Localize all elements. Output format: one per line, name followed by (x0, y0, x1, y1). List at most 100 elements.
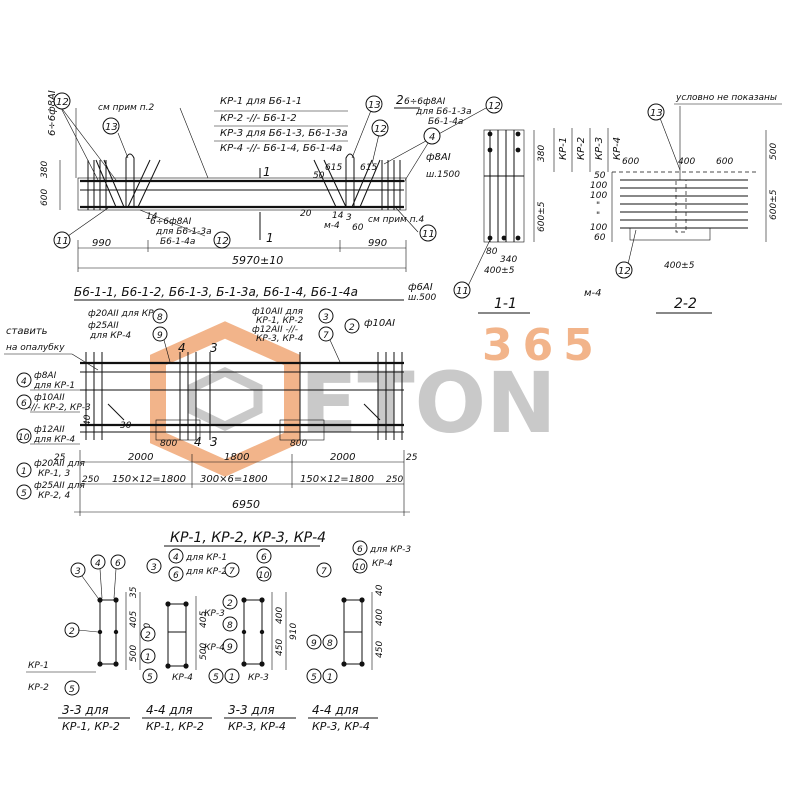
sec22-bubble-12-text: 12 (618, 266, 631, 277)
label-elev-left_items-2-s: для КР-4 (33, 435, 75, 445)
reinforcement-elevation: ставить на опалубку ф20АII (4, 307, 418, 516)
bubble-12-left (53, 92, 71, 110)
dim-sm-prim4: см прим п.4 (368, 215, 424, 225)
sec11-dim-400: 400±5 (484, 266, 515, 276)
label-kr-s2-kr: КР-4 (172, 673, 193, 683)
elev-top-mid-1: ф10АII для (252, 307, 303, 317)
label-kr-s3-dims-0: 400 (275, 607, 285, 624)
label-elev-left_items-0-s: для КР-1 (33, 381, 75, 391)
dim-380: 380 (40, 161, 50, 178)
sec11-dim-600: 600±5 (537, 201, 547, 232)
elev-dim-1800: 1800 (224, 452, 249, 463)
elev-stavit-1: ставить (6, 326, 48, 337)
elev-bubble-3-text: 3 (323, 313, 329, 323)
bubble-12-top-right-text: 12 (488, 101, 501, 112)
schedule-line-2: КР-2 -//- Б6-1-2 (220, 113, 297, 124)
sec22-bottom-block (629, 227, 711, 241)
kr-section-3: 400 450 910 6 7 2 10 8 9 5 1 КР-3 КР-4 К… (204, 548, 299, 733)
elev-dim-300: 300×6=1800 (200, 474, 268, 485)
label-kr-s3-dims-2: 910 (289, 623, 299, 640)
beam-inclined-bars-left (95, 159, 161, 208)
kr-section-4: 40 400 450 6 7 10 9 8 5 1 для КР-3 КР-4 … (306, 540, 411, 733)
lifting-loop-left (125, 153, 135, 206)
label-elev-left_items-4-t: ф25АII для (34, 481, 85, 491)
label-6phi8-vertical: 6÷6ф8АI (47, 90, 58, 136)
elev-callout-8b: ф25АII (88, 321, 119, 331)
beam-leaders (59, 105, 487, 237)
label-kr-s2-caption-0: 4-4 для (146, 703, 193, 717)
elev-top-mid-3: ф12АII -//- (252, 325, 298, 335)
label-kr-s3-b-0: 6 (261, 553, 267, 563)
sec22-dim-600-5: 600±5 (769, 189, 779, 220)
elev-dim-2000b: 2000 (330, 452, 355, 463)
sec22-row-50: 50 (594, 171, 606, 181)
label-elev-left_items-0-n: 4 (21, 377, 27, 387)
bubble-11-right-text: 11 (422, 229, 435, 240)
label-kr-s3-b-3: 10 (258, 571, 270, 581)
elev-dim-800a: 800 (160, 439, 177, 449)
label-kr-s1-b-1: 4 (95, 559, 101, 569)
elev-dim-800b: 800 (290, 439, 307, 449)
label-kr-s1-b-0: 3 (75, 567, 81, 577)
elev-callout-9: для КР-4 (89, 331, 131, 341)
elev-bubble-3 (318, 308, 334, 324)
watermark-logo-mark (150, 321, 300, 477)
elev-sec-4-bottom: 4 (194, 435, 202, 449)
sec22-note: условно не показаны (675, 93, 777, 103)
sec22-row-100c: 100 (590, 223, 607, 233)
label-sm-prim: см прим п.2 (98, 103, 154, 113)
dim-14b: 14 (332, 211, 344, 221)
bubble-11-left (53, 231, 71, 249)
label-kr-s4-b-5: 5 (311, 673, 317, 683)
elev-bubble-8 (152, 308, 168, 324)
label-kr-s3-dims-1: 450 (275, 639, 285, 656)
label-kr-s1-kr2: КР-2 (28, 683, 49, 693)
label-kr-s3-b-4: 8 (227, 621, 233, 631)
sec22-m4: м-4 (584, 288, 602, 299)
dim-m4: м-4 (324, 221, 340, 231)
bubble-13-right (365, 95, 383, 113)
dim-615b: 615 (360, 163, 377, 173)
label-elev-left_items-1-s: -//- КР-2, КР-3 (28, 403, 91, 413)
elev-bubble-8-text: 8 (157, 313, 163, 323)
section-1-1-outline (483, 129, 525, 243)
section-2-2: условно не показаны 600 400 600 500 600±… (584, 93, 782, 314)
dim-50: 50 (313, 171, 325, 181)
label-kr-s3-b-6: 5 (213, 673, 219, 683)
label-phi8: ф8АI (426, 152, 451, 163)
beam-stirrups-right (381, 160, 401, 210)
left-note-2: для Б6-1-3а (155, 227, 212, 237)
dim-5970: 5970±10 (232, 254, 283, 267)
bubble-11-left-text: 11 (56, 236, 69, 247)
elev-bubble-7-text: 7 (323, 331, 329, 341)
label-kr-s2-b-0: 3 (151, 563, 157, 573)
sec22-dim-600-left: 600 (622, 157, 639, 167)
sec11-dim-380: 380 (537, 145, 547, 162)
sec22-bubble-13-text: 13 (650, 108, 663, 119)
left-note-3: Б6-1-4а (160, 237, 195, 247)
section-1-1: 380 600±5 80 340 400±5 КР-1 КР-2 КР-3 КР… (453, 128, 623, 314)
elev-top-mid-2: КР-1, КР-2 (256, 316, 304, 326)
kr-section-1: 35 405 910 500 3 4 6 2 КР-1 КР-2 5 3-3 д… (26, 554, 153, 733)
sec22-dim-400-5: 400±5 (664, 261, 695, 271)
dim-14: 14 (146, 212, 158, 222)
label-kr-s4-dims-2: 450 (375, 641, 385, 658)
elev-sec-3-bottom: 3 (210, 435, 218, 449)
lifting-loop-right (345, 153, 355, 206)
elev-bubble-2-text: 2 (349, 323, 355, 333)
label-elev-left_items-3-s: КР-1, 3 (38, 469, 71, 479)
dim-990-right: 990 (368, 238, 387, 249)
bubble-12-left-text: 12 (56, 97, 69, 108)
label-kr-s4-b-3: 9 (311, 639, 317, 649)
sec22-title: 2-2 (674, 296, 697, 312)
schedule-line-3: КР-3 для Б6-1-3, Б6-1-3а (220, 128, 348, 139)
sec11-bubble-11-text: 11 (456, 286, 469, 297)
right-note-2: для Б6-1-3а (415, 107, 472, 117)
label-elev-left_items-1-n: 6 (21, 399, 27, 409)
label-kr-s4-b-6: 1 (327, 673, 333, 683)
watermark-brand: ETON (300, 354, 556, 452)
label-sh1500: ш.1500 (426, 170, 460, 180)
label-elev-left_items-3-t: ф20АII для (34, 459, 85, 469)
dim-60: 60 (352, 223, 364, 233)
